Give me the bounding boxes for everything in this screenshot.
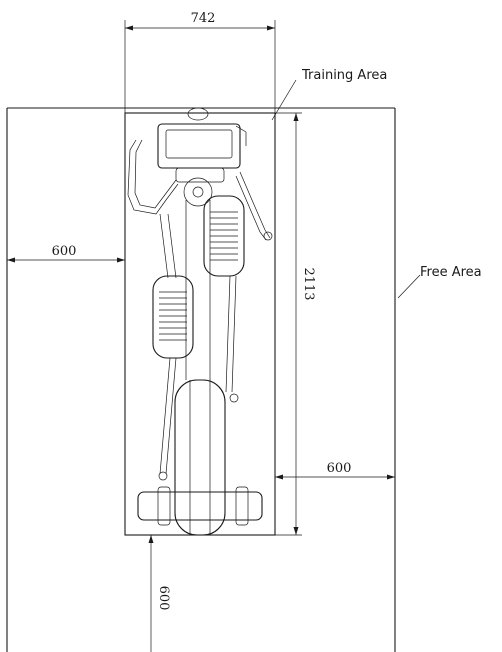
training-area-callout: Training Area — [271, 68, 387, 121]
top-dimension: 742 — [124, 11, 276, 113]
bottom-dimension: 600 — [148, 535, 171, 652]
training-area-label: Training Area — [301, 68, 387, 83]
elliptical-machine-drawing — [127, 107, 273, 536]
left-dimension-value: 600 — [52, 244, 77, 259]
top-dimension-value: 742 — [191, 11, 216, 26]
height-dimension-value: 2113 — [301, 267, 316, 300]
height-dimension: 2113 — [275, 112, 316, 536]
free-area-label: Free Area — [420, 265, 482, 280]
free-area-callout: Free Area — [397, 265, 482, 299]
right-dimension-value: 600 — [327, 461, 352, 476]
left-dimension: 600 — [7, 244, 125, 263]
training-area-box — [124, 112, 276, 536]
right-dimension: 600 — [275, 461, 395, 480]
bottom-dimension-value: 600 — [156, 586, 171, 611]
